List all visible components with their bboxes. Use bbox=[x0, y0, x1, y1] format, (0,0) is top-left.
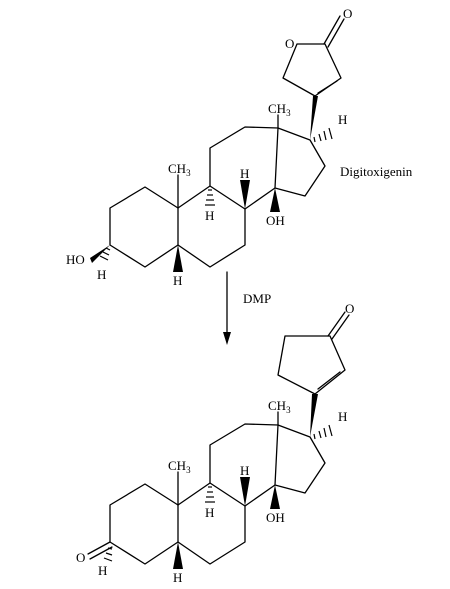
product-structure: O CH3 H CH3 H H OH O H H bbox=[76, 301, 354, 585]
oh-c14-label: OH bbox=[266, 510, 285, 525]
digitoxigenin-structure: O O CH3 H CH3 H H OH HO H H Digitoxigeni… bbox=[66, 6, 413, 288]
oh-c14-label: OH bbox=[266, 213, 285, 228]
h-c5-label: H bbox=[173, 570, 182, 585]
h-c3-label: H bbox=[97, 267, 106, 282]
ring-oxygen-label: O bbox=[285, 36, 294, 51]
c3-carbonyl-oxygen-label: O bbox=[76, 550, 85, 565]
carbonyl-oxygen-label: O bbox=[343, 6, 352, 21]
h-c9-label: H bbox=[205, 505, 214, 520]
methyl-c10-label: CH3 bbox=[168, 161, 191, 178]
methyl-c13-label: CH3 bbox=[268, 101, 291, 118]
ho-c3-label: HO bbox=[66, 252, 85, 267]
compound-name: Digitoxigenin bbox=[340, 164, 413, 179]
h-c17-label: H bbox=[338, 409, 347, 424]
methyl-c10-label: CH3 bbox=[168, 458, 191, 475]
reaction-arrow bbox=[223, 271, 231, 345]
h-c8-label: H bbox=[240, 463, 249, 478]
methyl-c13-label: CH3 bbox=[268, 398, 291, 415]
h-c8-label: H bbox=[240, 166, 249, 181]
h-c3-label: H bbox=[98, 563, 107, 578]
h-c5-label: H bbox=[173, 273, 182, 288]
reagent-label: DMP bbox=[243, 291, 271, 306]
h-c17-label: H bbox=[338, 112, 347, 127]
h-c9-label: H bbox=[205, 208, 214, 223]
ring-carbonyl-oxygen-label: O bbox=[345, 301, 354, 316]
